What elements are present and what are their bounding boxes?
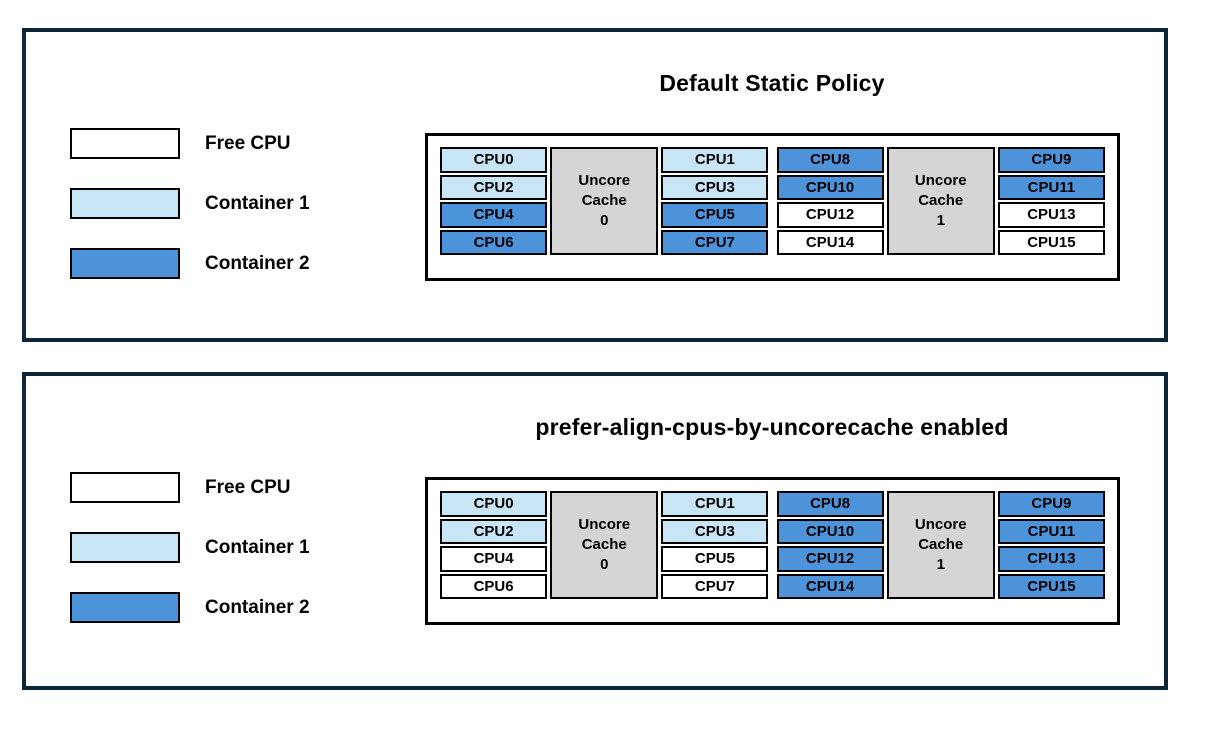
cpu-cell: CPU2: [440, 174, 548, 200]
cpu-cell: CPU9: [997, 147, 1105, 173]
legend-label-free-cpu: Free CPU: [205, 476, 291, 498]
cpu-cell: CPU15: [997, 229, 1105, 255]
cpu-cell: CPU11: [997, 174, 1105, 200]
cpu-cell: CPU7: [661, 573, 769, 599]
cpu-cell: CPU4: [440, 546, 548, 572]
cpu-topology-diagram: CPU0 CPU2 CPU4 CPU6 Uncore Cache 0 CPU1 …: [425, 133, 1120, 281]
cpu-cell: CPU15: [997, 573, 1105, 599]
cpu-cell: CPU5: [661, 546, 769, 572]
legend: Free CPU Container 1 Container 2: [70, 128, 310, 308]
cpu-cell: CPU10: [776, 174, 884, 200]
uncore-cache-group-1: CPU8 CPU10 CPU12 CPU14 Uncore Cache 1 CP…: [776, 147, 1106, 255]
uncore-cache-group-0: CPU0 CPU2 CPU4 CPU6 Uncore Cache 0 CPU1 …: [440, 147, 769, 255]
panel-prefer-align-cpus-by-uncorecache: prefer-align-cpus-by-uncorecache enabled…: [22, 372, 1168, 690]
panel-default-static-policy: Default Static Policy Free CPU Container…: [22, 28, 1168, 342]
cpu-column-left: CPU0 CPU2 CPU4 CPU6: [440, 491, 548, 599]
cpu-cell: CPU9: [997, 491, 1105, 517]
legend-swatch-container-1: [70, 188, 180, 219]
cpu-column-right: CPU9 CPU11 CPU13 CPU15: [997, 491, 1105, 599]
legend-item-container-2: Container 2: [70, 592, 310, 623]
cpu-cell: CPU1: [661, 491, 769, 517]
cpu-cell: CPU6: [440, 229, 548, 255]
cpu-column-left: CPU8 CPU10 CPU12 CPU14: [776, 491, 884, 599]
legend-item-free-cpu: Free CPU: [70, 472, 310, 503]
cpu-column-left: CPU8 CPU10 CPU12 CPU14: [776, 147, 884, 255]
uncore-cache-block-0: Uncore Cache 0: [550, 491, 659, 599]
cpu-cell: CPU3: [661, 518, 769, 544]
cpu-cell: CPU13: [997, 546, 1105, 572]
cpu-cell: CPU2: [440, 518, 548, 544]
cpu-column-right: CPU1 CPU3 CPU5 CPU7: [661, 147, 769, 255]
cpu-column-right: CPU1 CPU3 CPU5 CPU7: [661, 491, 769, 599]
uncore-cache-group-1: CPU8 CPU10 CPU12 CPU14 Uncore Cache 1 CP…: [776, 491, 1106, 599]
cpu-cell: CPU12: [776, 546, 884, 572]
legend-swatch-container-2: [70, 248, 180, 279]
uncore-cache-group-0: CPU0 CPU2 CPU4 CPU6 Uncore Cache 0 CPU1 …: [440, 491, 769, 599]
panel-title: Default Static Policy: [659, 70, 885, 96]
legend-swatch-free-cpu: [70, 472, 180, 503]
cpu-cell: CPU14: [776, 229, 884, 255]
uncore-cache-id: 1: [936, 212, 945, 230]
uncore-cache-block-1: Uncore Cache 1: [886, 491, 995, 599]
cpu-cell: CPU11: [997, 518, 1105, 544]
cpu-cell: CPU8: [776, 491, 884, 517]
cpu-topology-diagram: CPU0 CPU2 CPU4 CPU6 Uncore Cache 0 CPU1 …: [425, 477, 1120, 625]
cpu-cell: CPU4: [440, 202, 548, 228]
legend-swatch-free-cpu: [70, 128, 180, 159]
uncore-cache-label: Uncore Cache: [578, 171, 631, 209]
legend-label-container-1: Container 1: [205, 192, 310, 214]
uncore-cache-id: 0: [600, 212, 609, 230]
legend: Free CPU Container 1 Container 2: [70, 472, 310, 652]
legend-swatch-container-1: [70, 532, 180, 563]
legend-label-container-2: Container 2: [205, 596, 310, 618]
legend-item-container-2: Container 2: [70, 248, 310, 279]
uncore-cache-block-1: Uncore Cache 1: [886, 147, 995, 255]
uncore-cache-id: 0: [600, 556, 609, 574]
cpu-column-right: CPU9 CPU11 CPU13 CPU15: [997, 147, 1105, 255]
uncore-cache-id: 1: [936, 556, 945, 574]
legend-label-container-2: Container 2: [205, 252, 310, 274]
cpu-cell: CPU14: [776, 573, 884, 599]
panel-title: prefer-align-cpus-by-uncorecache enabled: [535, 414, 1009, 440]
cpu-cell: CPU12: [776, 202, 884, 228]
legend-item-container-1: Container 1: [70, 532, 310, 563]
legend-swatch-container-2: [70, 592, 180, 623]
cpu-cell: CPU8: [776, 147, 884, 173]
cpu-cell: CPU3: [661, 174, 769, 200]
legend-label-container-1: Container 1: [205, 536, 310, 558]
legend-item-free-cpu: Free CPU: [70, 128, 310, 159]
cpu-cell: CPU13: [997, 202, 1105, 228]
cpu-cell: CPU0: [440, 491, 548, 517]
cpu-cell: CPU5: [661, 202, 769, 228]
legend-item-container-1: Container 1: [70, 188, 310, 219]
cpu-cell: CPU0: [440, 147, 548, 173]
cpu-cell: CPU1: [661, 147, 769, 173]
uncore-cache-label: Uncore Cache: [914, 171, 967, 209]
cpu-cell: CPU6: [440, 573, 548, 599]
uncore-cache-block-0: Uncore Cache 0: [550, 147, 659, 255]
uncore-cache-label: Uncore Cache: [578, 515, 631, 553]
cpu-cell: CPU7: [661, 229, 769, 255]
cpu-column-left: CPU0 CPU2 CPU4 CPU6: [440, 147, 548, 255]
cpu-cell: CPU10: [776, 518, 884, 544]
uncore-cache-label: Uncore Cache: [914, 515, 967, 553]
legend-label-free-cpu: Free CPU: [205, 132, 291, 154]
